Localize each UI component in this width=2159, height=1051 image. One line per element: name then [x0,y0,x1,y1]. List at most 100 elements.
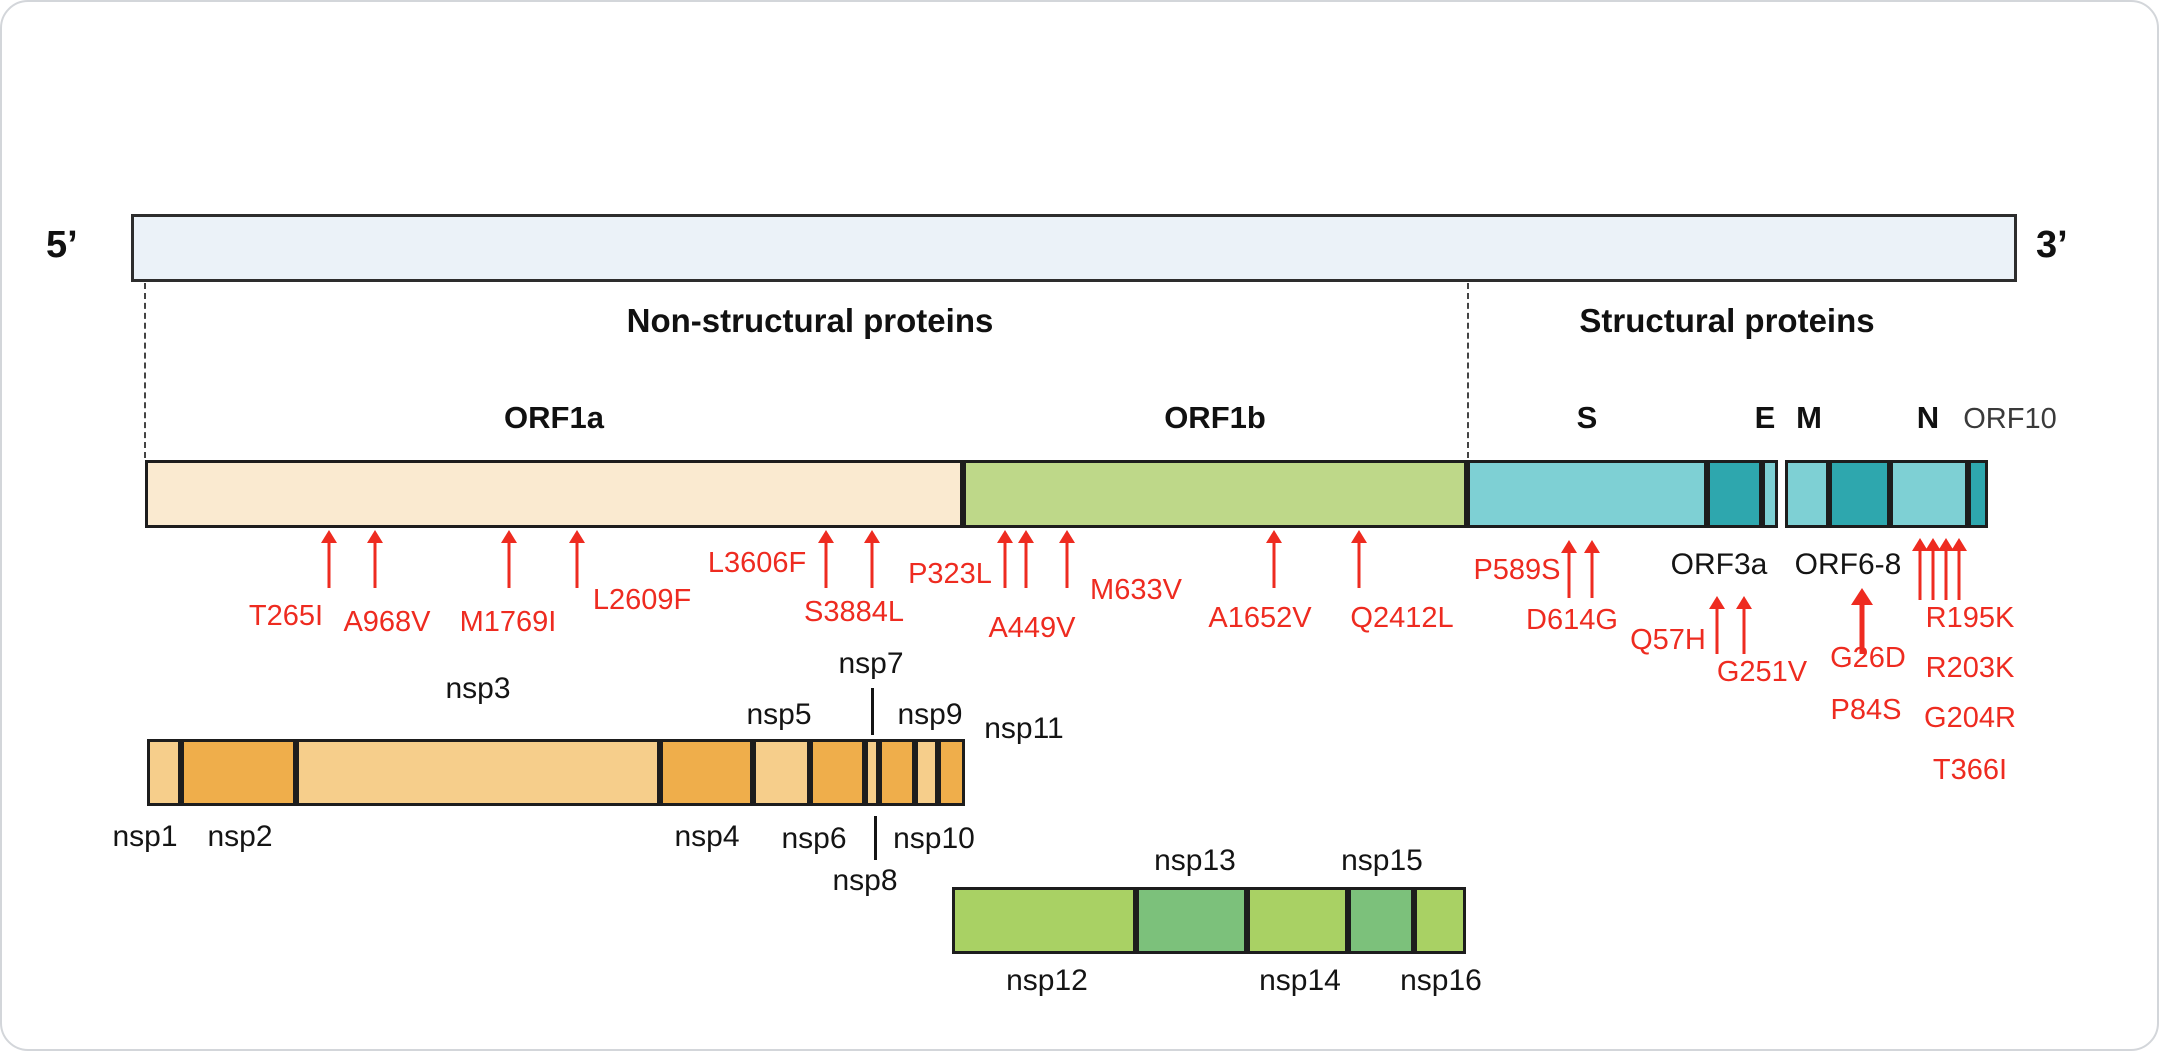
nsp-label-nsp7: nsp7 [838,647,904,680]
nsp-segment-nsp2 [181,739,296,806]
mutation-label-p84s: P84S [1830,694,1902,726]
mutation-arrow-head [818,530,834,543]
nsp-segment-nsp16 [1414,887,1466,954]
mutation-label-s3884l: S3884L [804,596,904,628]
nsp-segment-nsp14 [1247,887,1348,954]
mutation-arrow-head [367,530,383,543]
mutation-arrow-stem [327,541,331,588]
mutation-arrow-icon [1735,596,1753,654]
mutation-label-r203k: R203K [1925,652,2015,684]
mutation-label-l3606f: L3606F [707,547,807,579]
mutation-arrow-icon [1350,530,1368,588]
orf-segment-E [1762,460,1778,528]
orf-segment-ORF6-8 [1829,460,1890,528]
orf-segment-ORF1a [145,460,963,528]
nsp-segment-nsp3 [296,739,660,806]
mutation-arrow-icon [320,530,338,588]
mutation-arrow-stem [1024,541,1028,588]
mutation-arrow-head [501,530,517,543]
nsp-label-nsp8: nsp8 [832,864,898,897]
nonstructural-proteins-header: Non-structural proteins [626,302,994,339]
mutation-label-a968v: A968V [343,606,431,638]
orf-segment-M [1785,460,1829,528]
mutation-arrow-head [1736,596,1752,609]
orf-label-orf10: ORF10 [1963,403,2057,435]
mutation-arrow-head [1059,530,1075,543]
nsp-label-nsp2: nsp2 [207,820,273,853]
mutation-arrow-stem [824,541,828,588]
orf-sub-label-orf3a: ORF3a [1670,548,1768,581]
mutation-arrow-stem [1567,551,1571,598]
mutation-arrow-icon [1937,538,1955,600]
nsp-segment-nsp13 [1136,887,1247,954]
mutation-arrow-stem [1918,549,1922,600]
orf-label-e: E [1754,400,1776,435]
structural-proteins-header: Structural proteins [1579,302,1875,339]
dashed-guide-line [144,283,146,458]
nsp-label-nsp6: nsp6 [781,822,847,855]
mutation-arrow-head [1709,596,1725,609]
mutation-arrow-icon [568,530,586,588]
mutation-label-d614g: D614G [1526,604,1618,636]
mutation-arrow-head [321,530,337,543]
mutation-arrow-head [1018,530,1034,543]
nsp-segment-nsp7 [865,739,879,806]
orf-label-orf1b: ORF1b [1164,400,1266,435]
mutation-arrow-icon [996,530,1014,588]
mutation-arrow-icon [863,530,881,588]
mutation-arrow-head [1266,530,1282,543]
mutation-arrow-stem [575,541,579,588]
nsp-label-nsp13: nsp13 [1154,844,1236,877]
nsp-label-nsp12: nsp12 [1006,964,1088,997]
mutation-arrow-stem [1272,541,1276,588]
nsp-segment-nsp9 [915,739,938,806]
mutation-label-g251v: G251V [1716,656,1808,688]
mutation-arrow-stem [1944,549,1948,600]
nsp-label-nsp4: nsp4 [674,820,740,853]
mutation-arrow-head [569,530,585,543]
mutation-arrow-head [1351,530,1367,543]
orf-segment-ORF1b [963,460,1467,528]
nsp-label-nsp1: nsp1 [112,820,178,853]
three-prime-label: 3’ [2036,224,2068,266]
mutation-label-p323l: P323L [908,558,992,590]
mutation-label-p589s: P589S [1473,554,1561,586]
nsp-label-nsp10: nsp10 [893,822,975,855]
nsp-label-nsp16: nsp16 [1400,964,1482,997]
mutation-arrow-head [1925,538,1941,551]
mutation-label-q2412l: Q2412L [1350,602,1454,634]
nsp-label-nsp11: nsp11 [984,712,1064,745]
mutation-arrow-head [1938,538,1954,551]
genome-rna-bar [131,214,2017,282]
mutation-label-q57h: Q57H [1630,624,1706,656]
mutation-arrow-stem [1003,541,1007,588]
mutation-arrow-stem [1859,603,1865,654]
mutation-arrow-icon [1924,538,1942,600]
nsp-segment-nsp5 [753,739,810,806]
mutation-label-m1769i: M1769I [459,606,557,638]
nsp-label-nsp14: nsp14 [1259,964,1341,997]
mutation-arrow-stem [1065,541,1069,588]
nsp-label-nsp5: nsp5 [746,698,812,731]
orf-segment-N [1890,460,1968,528]
mutation-arrow-icon [1708,596,1726,654]
orf-label-orf1a: ORF1a [504,400,604,435]
mutation-arrow-icon [366,530,384,588]
mutation-arrow-head [1851,588,1873,605]
mutation-label-r195k: R195K [1925,602,2015,634]
mutation-label-t366i: T366I [1932,754,2008,786]
orf-label-n: N [1916,400,1940,435]
mutation-label-l2609f: L2609F [592,584,692,616]
mutation-arrow-stem [1357,541,1361,588]
mutation-arrow-stem [1931,549,1935,600]
nsp-label-nsp9: nsp9 [897,698,963,731]
nsp-label-nsp3: nsp3 [445,672,511,705]
mutation-arrow-icon [1583,540,1601,598]
mutation-arrow-stem [373,541,377,588]
orf-segment-S [1467,460,1707,528]
five-prime-label: 5’ [46,224,78,266]
mutation-arrow-head [1561,540,1577,553]
mutation-label-t265i: T265I [248,600,324,632]
mutation-label-g204r: G204R [1924,702,2016,734]
